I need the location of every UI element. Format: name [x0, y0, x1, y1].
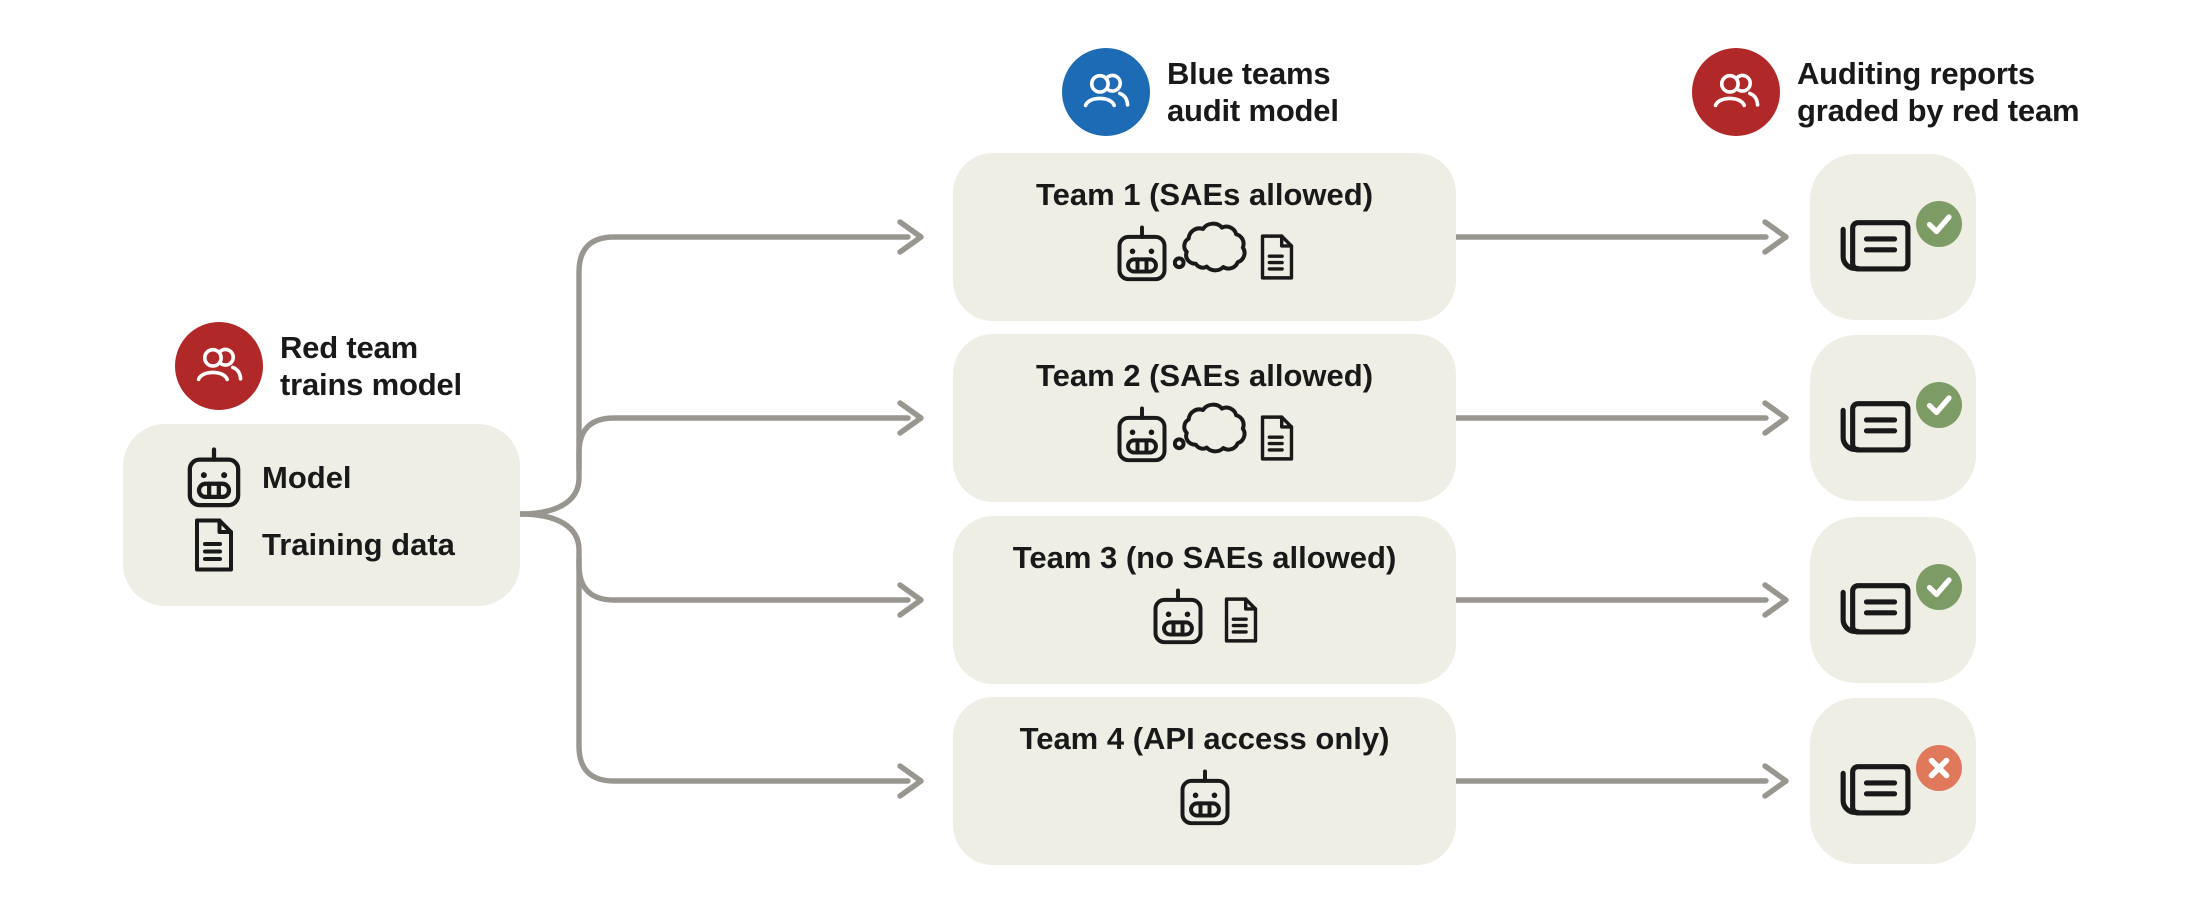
arrowhead-report-4 — [1762, 763, 1789, 799]
red-team-heading: Red team trains model — [175, 322, 462, 410]
red-team-people-icon — [175, 322, 263, 410]
thought-bubble-icon — [1173, 400, 1249, 459]
report-icon — [1836, 398, 1916, 458]
blue-teams-heading-text: Blue teams audit model — [1167, 55, 1339, 129]
team-2-icons — [1115, 402, 1295, 468]
auditing-reports-heading-line1: Auditing reports — [1797, 56, 2035, 91]
blue-teams-heading-line2: audit model — [1167, 93, 1339, 128]
team-2-title: Team 2 (SAEs allowed) — [1035, 358, 1374, 393]
team-4-title: Team 4 (API access only) — [1019, 721, 1390, 756]
report-4-box — [1810, 698, 1976, 864]
auditing-reports-people-icon — [1692, 48, 1780, 136]
report-1-box — [1810, 154, 1976, 320]
team-3-title: Team 3 (no SAEs allowed) — [1012, 540, 1397, 575]
blue-teams-heading: Blue teams audit model — [1062, 48, 1339, 136]
wire-team-3 — [576, 555, 911, 603]
arrowhead-team-3 — [897, 582, 924, 618]
source-model-label: Model — [262, 460, 352, 495]
x-icon — [1916, 745, 1962, 791]
document-icon — [1259, 234, 1295, 280]
check-icon — [1916, 201, 1962, 247]
report-icon — [1836, 761, 1916, 821]
check-icon — [1916, 382, 1962, 428]
arrowhead-report-2 — [1762, 400, 1789, 436]
auditing-reports-heading-line2: graded by red team — [1797, 93, 2080, 128]
team-4-icons — [1178, 765, 1232, 831]
check-icon — [1916, 564, 1962, 610]
wire-team-2 — [576, 415, 911, 473]
source-box: Model Training data — [123, 424, 520, 606]
auditing-reports-heading: Auditing reports graded by red team — [1692, 48, 2080, 136]
red-team-heading-line1: Red team — [280, 330, 418, 365]
team-4-box: Team 4 (API access only) — [953, 697, 1456, 865]
report-icon — [1836, 580, 1916, 640]
wire-team-4 — [517, 511, 911, 784]
source-row-model: Model — [182, 447, 352, 509]
team-1-box: Team 1 (SAEs allowed) — [953, 153, 1456, 321]
document-icon — [182, 518, 246, 572]
blue-teams-people-icon — [1062, 48, 1150, 136]
robot-icon — [1115, 225, 1169, 283]
team-3-box: Team 3 (no SAEs allowed) — [953, 516, 1456, 684]
arrowhead-team-2 — [897, 400, 924, 436]
source-row-training-data: Training data — [182, 518, 455, 572]
blue-teams-heading-line1: Blue teams — [1167, 56, 1331, 91]
arrowhead-report-3 — [1762, 582, 1789, 618]
auditing-reports-heading-text: Auditing reports graded by red team — [1797, 55, 2080, 129]
wire-team-1 — [517, 234, 911, 517]
arrowhead-report-1 — [1762, 219, 1789, 255]
robot-icon — [1115, 406, 1169, 464]
robot-icon — [1151, 588, 1205, 646]
source-training-data-label: Training data — [262, 527, 455, 562]
thought-bubble-icon — [1173, 219, 1249, 278]
arrowhead-team-4 — [897, 763, 924, 799]
arrowhead-team-1 — [897, 219, 924, 255]
report-icon — [1836, 217, 1916, 277]
team-1-icons — [1115, 221, 1295, 287]
robot-icon — [1178, 769, 1232, 827]
robot-icon — [182, 447, 246, 509]
red-team-heading-line2: trains model — [280, 367, 462, 402]
report-3-box — [1810, 517, 1976, 683]
team-1-title: Team 1 (SAEs allowed) — [1035, 177, 1374, 212]
report-2-box — [1810, 335, 1976, 501]
document-icon — [1223, 597, 1259, 643]
team-2-box: Team 2 (SAEs allowed) — [953, 334, 1456, 502]
red-team-heading-text: Red team trains model — [280, 329, 462, 403]
document-icon — [1259, 415, 1295, 461]
team-3-icons — [1151, 584, 1259, 650]
